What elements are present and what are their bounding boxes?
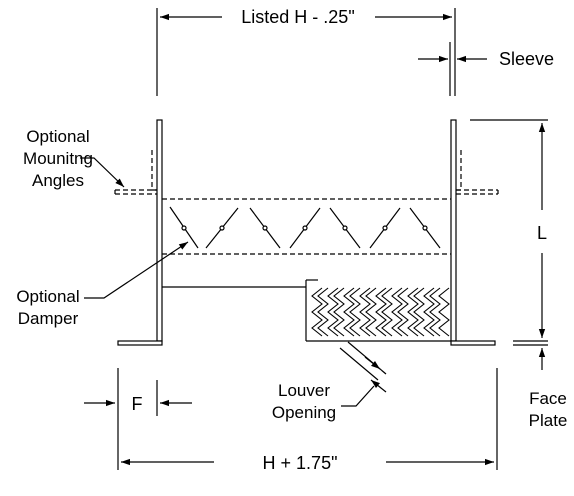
angles-label-line3: Angles <box>32 171 84 190</box>
angles-label-line2: Mounitng <box>23 149 93 168</box>
dimension-bottom-lines <box>121 368 498 470</box>
damper-pivots <box>181 225 428 231</box>
dimension-f-lines <box>84 368 192 470</box>
damper-label-line2: Damper <box>18 309 79 328</box>
louver-label-line1: Louver <box>278 381 330 400</box>
dimension-top-lines <box>156 8 456 96</box>
dimension-l-label: L <box>537 223 547 243</box>
louver-label-line2: Opening <box>272 403 336 422</box>
dimension-top-label: Listed H - .25" <box>241 7 354 27</box>
dimension-bottom-label: H + 1.75" <box>263 453 338 473</box>
louver-blades <box>311 287 450 337</box>
dimension-face-plate-lines <box>513 340 548 370</box>
louver-frame <box>305 279 451 342</box>
left-sleeve-wall <box>117 119 306 346</box>
angles-label-line1: Optional <box>26 127 89 146</box>
mounting-angles <box>114 150 499 195</box>
dimension-l-lines <box>470 119 548 338</box>
dimension-f-label: F <box>132 394 143 414</box>
face-plate-label-line1: Face <box>529 389 567 408</box>
sleeve-label: Sleeve <box>499 49 554 69</box>
dimension-sleeve-lines <box>418 42 487 96</box>
damper <box>162 198 451 255</box>
damper-label-line1: Optional <box>16 287 79 306</box>
dimension-louver-lines <box>339 341 387 407</box>
face-plate-label-line2: Plate <box>529 411 568 430</box>
leader-lines <box>80 157 189 299</box>
right-sleeve-wall <box>450 119 496 346</box>
